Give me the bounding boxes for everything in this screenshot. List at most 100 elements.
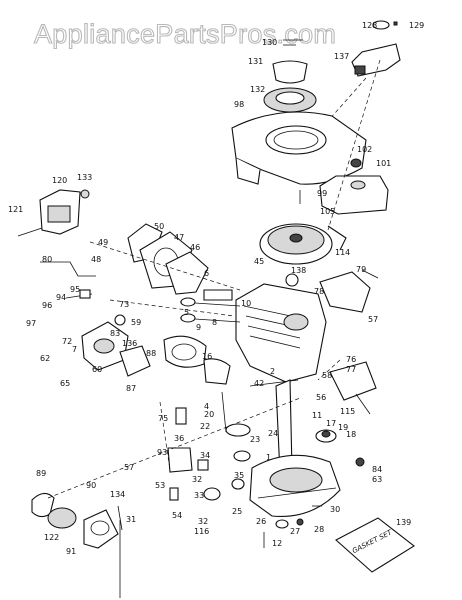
callout-45: 45: [254, 257, 264, 266]
callout-136: 136: [122, 339, 137, 348]
callout-12: 12: [272, 539, 282, 548]
callout-2: 2: [270, 367, 275, 376]
callout-97: 97: [26, 319, 36, 328]
callout-42: 42: [254, 379, 264, 388]
callout-8: 8: [212, 318, 217, 327]
part-59-clip: [114, 314, 126, 326]
part-53-plate: [167, 447, 193, 473]
callout-7: 7: [72, 345, 77, 354]
part-76-bracket: [329, 361, 377, 401]
callout-95: 95: [70, 285, 80, 294]
part-120-filter: [47, 205, 71, 223]
callout-75: 75: [158, 414, 168, 423]
callout-34: 34: [200, 451, 210, 460]
callout-89: 89: [36, 469, 46, 478]
callout-91: 91: [66, 547, 76, 556]
leader-89: [47, 397, 301, 499]
part-5-valve-head: [180, 297, 196, 307]
part-128-cap: [372, 20, 390, 30]
callout-18: 18: [346, 430, 356, 439]
callout-28: 28: [314, 525, 324, 534]
callout-73: 73: [119, 300, 129, 309]
part-27-pin: [296, 518, 304, 526]
part-84-plug: [355, 457, 365, 467]
part-102-nut: [350, 158, 362, 168]
part-88-intake: [163, 335, 207, 368]
callout-5: 5: [184, 308, 189, 317]
callout-60: 60: [92, 365, 102, 374]
callout-137: 137: [334, 52, 349, 61]
callout-25: 25: [232, 507, 242, 516]
callout-59: 59: [131, 318, 141, 327]
part-133-nut: [80, 189, 90, 199]
part-1-bore: [283, 313, 309, 331]
callout-134: 134: [110, 490, 125, 499]
callout-35: 35: [234, 471, 244, 480]
callout-6: 6: [204, 269, 209, 278]
part-25-flange: [257, 487, 337, 499]
watermark-text: AppliancePartsPros.com: [34, 19, 336, 49]
callout-48: 48: [91, 255, 101, 264]
part-131-cup: [272, 60, 308, 84]
leader-76: [317, 359, 341, 381]
callout-96: 96: [42, 301, 52, 310]
callout-1: 1: [266, 453, 271, 462]
callout-4: 4: [204, 402, 209, 411]
callout-54: 54: [172, 511, 182, 520]
callout-20: 20: [204, 410, 214, 419]
callout-46: 46: [190, 243, 200, 252]
callout-30: 30: [330, 505, 340, 514]
callout-16: 16: [202, 352, 212, 361]
part-16-coil: [203, 358, 231, 385]
part-33-washer: [203, 487, 221, 501]
callout-130: 130: [262, 38, 277, 47]
callout-99: 99: [317, 189, 327, 198]
part-4-shaft: [221, 391, 227, 433]
part-105-bracket: [327, 225, 347, 251]
part-121-screw: [17, 227, 43, 237]
part-98-opening: [265, 125, 327, 155]
part-98-inner-ring: [273, 130, 319, 150]
part-23-cam: [233, 450, 251, 462]
callout-102: 102: [357, 145, 372, 154]
part-134-pin: [117, 505, 123, 531]
callout-17: 17: [326, 419, 336, 428]
part-98-skirt: [235, 157, 261, 185]
callout-23: 23: [250, 435, 260, 444]
callout-84: 84: [372, 465, 382, 474]
callout-52: 32: [192, 475, 202, 484]
callout-50: 50: [154, 222, 164, 231]
part-101-muffler: [319, 175, 389, 215]
part-138-hub: [289, 233, 303, 243]
callout-57b: 57: [124, 463, 134, 472]
callout-105: 105: [320, 207, 335, 216]
part-139-gasket-set: [335, 517, 415, 573]
callout-133: 133: [77, 173, 92, 182]
part-132-screen-center: [275, 91, 305, 105]
callout-33: 33: [194, 491, 204, 500]
callout-31: 31: [126, 515, 136, 524]
part-26-washer: [275, 519, 289, 529]
callout-114: 114: [335, 248, 350, 257]
part-24-base-opening: [269, 467, 323, 493]
callout-93: 93: [157, 448, 167, 457]
callout-19: 19: [338, 423, 348, 432]
part-115-link: [355, 393, 371, 415]
leader-49: [89, 241, 241, 291]
part-101-port: [350, 180, 366, 190]
callout-labels: 128 129 130 137 131 132 98 102 101 120 1…: [8, 21, 424, 556]
callout-57: 57: [368, 315, 378, 324]
callout-10: 10: [241, 299, 251, 308]
part-130-pin: [283, 39, 303, 46]
callout-36: 36: [174, 434, 184, 443]
part-35-seal: [231, 478, 245, 490]
part-6-spring: [203, 289, 233, 301]
part-9-valve-head: [180, 313, 196, 323]
callout-72: 72: [62, 337, 72, 346]
callout-132: 132: [250, 85, 265, 94]
part-78-shield: [319, 271, 371, 313]
callout-138: 138: [291, 266, 306, 275]
part-95-block: [79, 289, 91, 299]
callout-120: 120: [52, 176, 67, 185]
